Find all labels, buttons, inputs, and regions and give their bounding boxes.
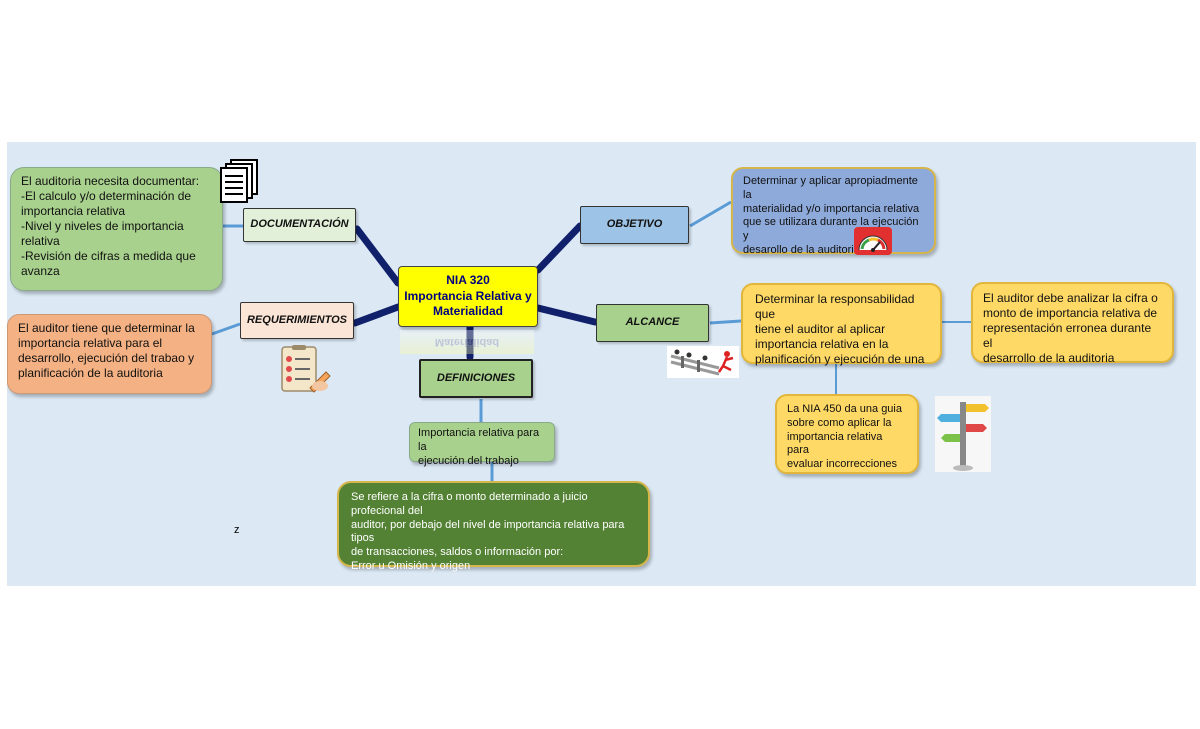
alcr-line-1: El auditor debe analizar la cifra o bbox=[983, 291, 1158, 305]
signpost-icon bbox=[935, 396, 991, 472]
alcance-right-text-box: El auditor debe analizar la cifra o mont… bbox=[971, 282, 1174, 365]
documents-icon bbox=[219, 158, 263, 204]
documentacion-label[interactable]: DOCUMENTACIÓN bbox=[243, 208, 356, 242]
nia450-line-3: importancia relativa para bbox=[787, 430, 883, 457]
alcance-text-box: Determinar la responsabilidad que tiene … bbox=[741, 283, 942, 366]
doc-line-7: avanza bbox=[21, 264, 60, 278]
nia450-line-4: evaluar incorrecciones bbox=[787, 458, 898, 470]
checklist-icon bbox=[276, 344, 332, 394]
requerimientos-label[interactable]: REQUERIMIENTOS bbox=[240, 302, 354, 339]
definiciones-text-box: Importancia relativa para la ejecución d… bbox=[409, 422, 555, 467]
detail-line-3: de transacciones, saldos o información p… bbox=[351, 546, 564, 558]
doc-line-2: -El calculo y/o determinación de bbox=[21, 189, 192, 203]
alc-line-2: tiene el auditor al aplicar bbox=[755, 322, 886, 336]
obj-line-3: que se utilizara durante la ejecución y bbox=[743, 216, 919, 242]
center-line-3: Materialidad bbox=[432, 304, 504, 319]
nia450-line-1: La NIA 450 da una guia bbox=[787, 403, 902, 415]
nia450-line-2: sobre como aplicar la bbox=[787, 416, 892, 429]
alcance-label[interactable]: ALCANCE bbox=[596, 304, 709, 342]
req-line-3: desarrollo, ejecución del trabao y bbox=[18, 351, 195, 365]
requerimientos-text-box: El auditor tiene que determinar la impor… bbox=[7, 314, 212, 394]
doc-line-1: El auditoria necesita documentar: bbox=[21, 174, 200, 188]
detail-line-2: auditor, por debajo del nivel de importa… bbox=[351, 518, 625, 545]
definicion-detail-box: Se refiere a la cifra o monto determinad… bbox=[337, 481, 650, 572]
doc-line-6: -Revisión de cifras a medida que bbox=[21, 249, 196, 263]
stray-character: z bbox=[234, 524, 240, 536]
gauge-icon bbox=[853, 226, 893, 256]
detail-line-1: Se refiere a la cifra o monto determinad… bbox=[351, 491, 588, 517]
doc-line-4: -Nivel y niveles de importancia bbox=[21, 219, 184, 233]
alcr-line-3: representación erronea durante el bbox=[983, 321, 1152, 350]
doc-line-5: relativa bbox=[21, 234, 60, 248]
req-line-2: importancia relativa para el bbox=[18, 336, 163, 350]
nia450-text-box: La NIA 450 da una guia sobre como aplica… bbox=[775, 394, 919, 474]
center-node[interactable]: NIA 320 Importancia Relativa y Materiali… bbox=[398, 266, 538, 327]
center-line-1: NIA 320 bbox=[446, 273, 490, 288]
doc-line-3: importancia relativa bbox=[21, 204, 126, 218]
alc-line-4: planificación y ejecución de una bbox=[755, 352, 925, 366]
objetivo-text-box: Determinar y aplicar apropiadmente la ma… bbox=[731, 167, 936, 256]
req-line-4: planificación de la auditoria bbox=[18, 366, 163, 380]
documentacion-text-box: El auditoria necesita documentar: -El ca… bbox=[10, 167, 223, 291]
def-line-1: Importancia relativa para la bbox=[418, 427, 540, 453]
alcr-line-2: monto de importancia relativa de bbox=[983, 306, 1158, 320]
center-reflection: Materialidad bbox=[400, 330, 534, 354]
alcr-line-4: desarrollo de la auditoria bbox=[983, 351, 1115, 365]
obj-line-4: desarollo de la auditoria bbox=[743, 243, 860, 256]
alc-line-1: Determinar la responsabilidad que bbox=[755, 292, 915, 321]
def-line-2: ejecución del trabajo bbox=[418, 454, 519, 467]
detail-line-4: Error u Omisión y origen bbox=[351, 559, 471, 572]
definiciones-label[interactable]: DEFINICIONES bbox=[419, 359, 533, 398]
alc-line-3: importancia relativa en la bbox=[755, 337, 889, 351]
obj-line-1: Determinar y aplicar apropiadmente la bbox=[743, 175, 918, 201]
obj-line-2: materialidad y/o importancia relativa bbox=[743, 202, 920, 215]
center-line-2: Importancia Relativa y bbox=[404, 288, 532, 303]
objetivo-label[interactable]: OBJETIVO bbox=[580, 206, 689, 244]
req-line-1: El auditor tiene que determinar la bbox=[18, 321, 195, 335]
center-reflection-text: Materialidad bbox=[400, 330, 534, 354]
race-hurdles-icon bbox=[667, 346, 739, 378]
